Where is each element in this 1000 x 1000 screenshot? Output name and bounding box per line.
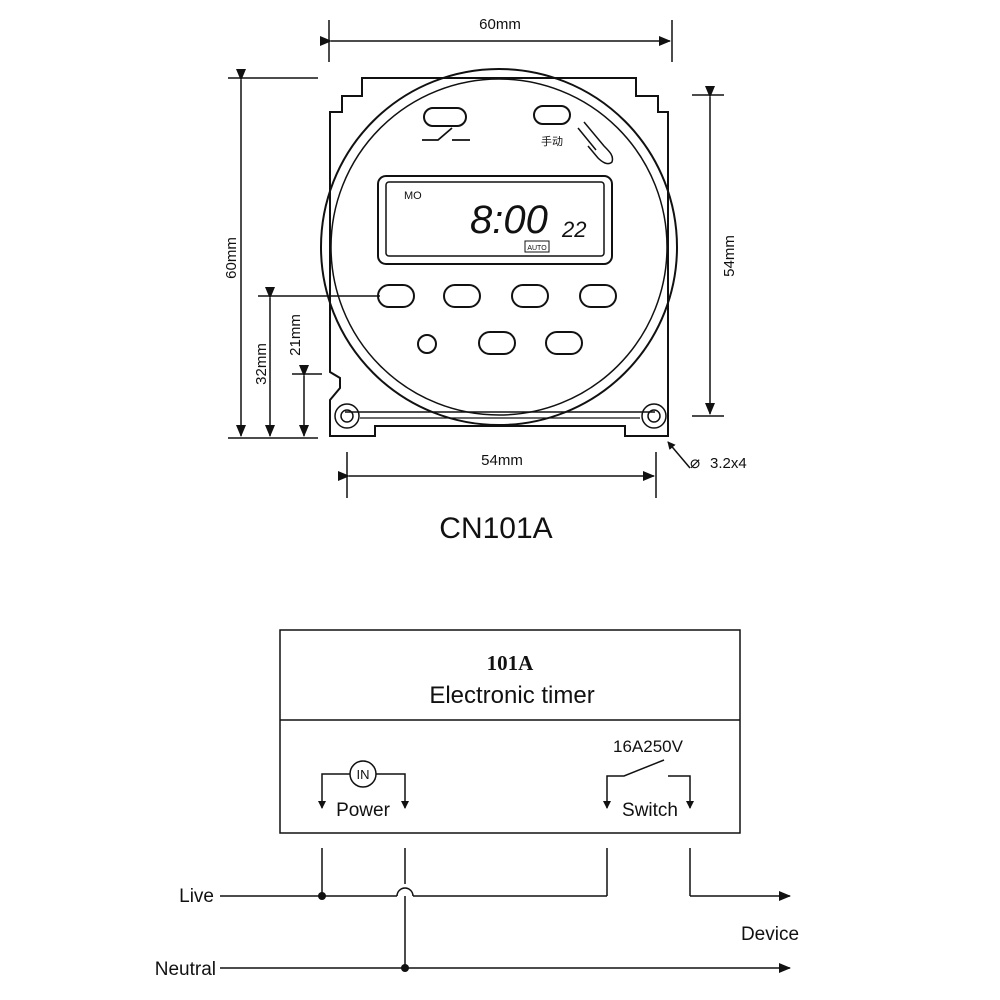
in-label: IN [357,767,370,782]
mounting-hole-right [641,403,667,429]
housing-outline [329,77,669,437]
lcd-seconds: 22 [561,217,586,242]
dim-32: 32mm [253,343,270,385]
switch-symbol-icon [422,127,470,141]
bezel-inner [330,78,668,416]
neutral-junction [401,964,409,972]
manual-button [533,105,571,125]
function-button-1 [377,284,415,308]
switch-button [423,107,467,127]
lcd-auto-box [524,240,550,253]
rating-label: 16A250V [613,737,684,756]
lcd-screen [385,181,605,257]
neutral-label: Neutral [155,959,216,980]
dim-width-top: 60mm [479,16,521,33]
function-button-2 [443,284,481,308]
function-button-5 [478,331,516,355]
device-drawing [320,68,678,437]
live-junction [318,892,326,900]
timer-box [279,629,741,834]
function-button-6 [545,331,583,355]
bezel-outer [320,68,678,426]
live-label: Live [179,886,214,907]
hole-spec: 3.2x4 [710,455,747,472]
lcd-time: 8:00 [470,198,548,242]
reset-button [417,334,437,354]
lcd-day: MO [404,190,422,202]
switch-wiring [606,759,691,800]
function-button-3 [511,284,549,308]
wiring-subtitle: Electronic timer [429,682,594,709]
function-button-4 [579,284,617,308]
wiring-diagram [220,629,791,973]
wiring-model: 101A [487,651,535,675]
device-label: Device [741,924,799,945]
dimension-lines [228,20,724,498]
power-wiring [321,773,406,800]
dim-21: 21mm [287,314,304,356]
dim-height-left: 60mm [223,237,240,279]
lcd-mode: AUTO [527,245,547,252]
lcd-frame [377,175,613,265]
hole-symbol: ⌀ [690,453,700,472]
power-label: Power [336,800,391,821]
manual-label: 手动 [541,134,563,148]
dim-width-bottom: 54mm [481,452,523,469]
mounting-hole-left [334,403,360,429]
dim-height-right: 54mm [721,235,738,277]
wire-crossover [396,887,414,897]
switch-label: Switch [622,800,678,821]
hand-icon [577,121,614,165]
model-name: CN101A [439,512,552,545]
